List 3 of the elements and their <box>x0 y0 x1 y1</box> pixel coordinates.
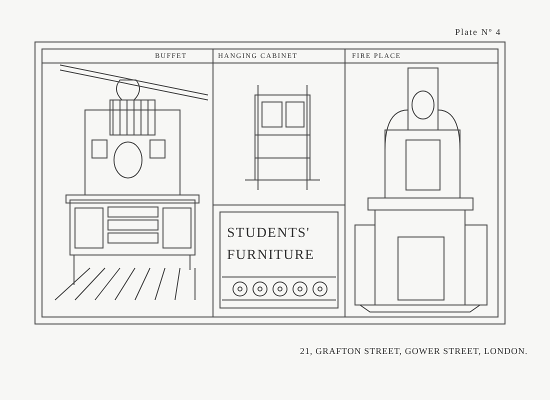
plate-number: Plate Nº 4 <box>455 27 502 37</box>
panel-lettering: STUDENTS' FURNITURE <box>227 225 316 265</box>
address-text: 21, GRAFTON STREET, GOWER STREET, LONDON. <box>300 346 528 356</box>
